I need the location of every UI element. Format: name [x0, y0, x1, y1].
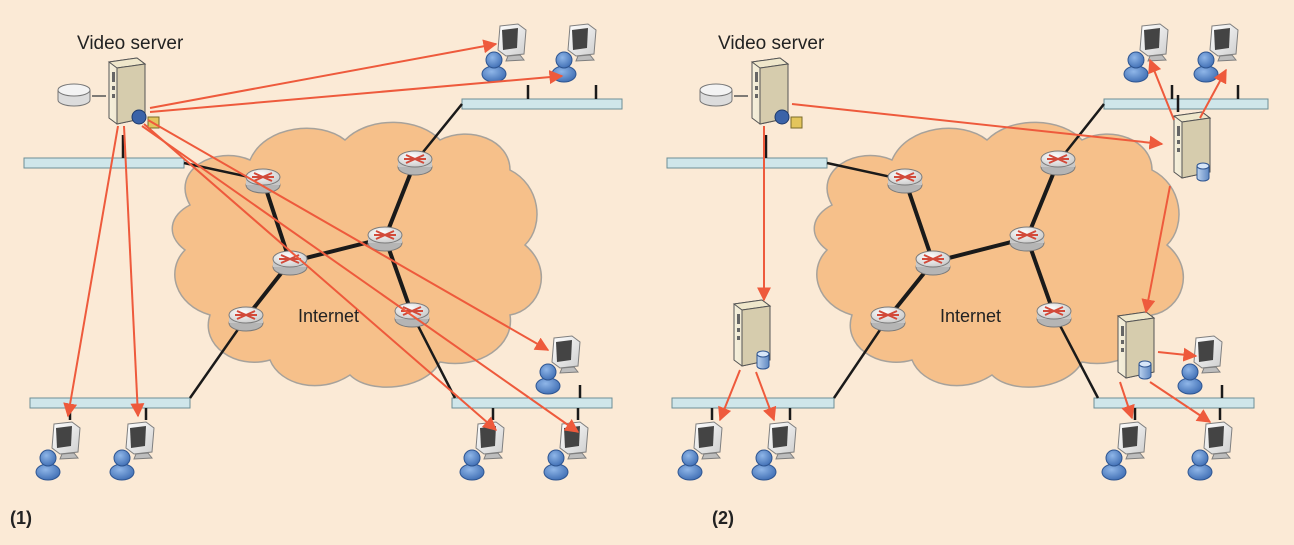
internet-cloud-icon — [171, 121, 543, 388]
lan-segment-icon — [1103, 98, 1269, 110]
router-icon — [245, 168, 281, 194]
internet-label: Internet — [298, 306, 359, 326]
router-icon — [887, 168, 923, 194]
server-label: Video server — [718, 33, 825, 54]
cache-disk-icon — [1196, 162, 1210, 182]
server-label: Video server — [77, 33, 184, 54]
disk-icon — [57, 83, 91, 107]
router-icon — [915, 250, 951, 276]
globe-icon — [774, 109, 790, 125]
cache-disk-icon — [1138, 360, 1152, 380]
panel-2: Video server Internet (2) — [666, 23, 1269, 528]
panel-1: Video server Internet (1) — [10, 23, 623, 528]
router-icon — [1009, 226, 1045, 252]
router-icon — [870, 306, 906, 332]
lan-segment-icon — [1093, 397, 1255, 409]
video-file-icon — [790, 116, 803, 129]
router-icon — [272, 250, 308, 276]
router-icon — [1036, 302, 1072, 328]
lan-segment-icon — [23, 157, 185, 169]
router-icon — [1040, 150, 1076, 176]
lan-segment-icon — [29, 397, 191, 409]
lan-segment-icon — [671, 397, 835, 409]
panel-tag: (1) — [10, 508, 32, 528]
panel-tag: (2) — [712, 508, 734, 528]
globe-icon — [131, 109, 147, 125]
lan-segment-icon — [666, 157, 828, 169]
cache-disk-icon — [756, 350, 770, 370]
internet-label: Internet — [940, 306, 1001, 326]
access-links — [710, 85, 1240, 420]
router-icon — [228, 306, 264, 332]
lan-segment-icon — [451, 397, 613, 409]
lan-segment-icon — [461, 98, 623, 110]
router-icon — [397, 150, 433, 176]
disk-icon — [699, 83, 733, 107]
unicast-flows — [63, 39, 580, 433]
router-icon — [367, 226, 403, 252]
cached-flows — [718, 58, 1227, 423]
